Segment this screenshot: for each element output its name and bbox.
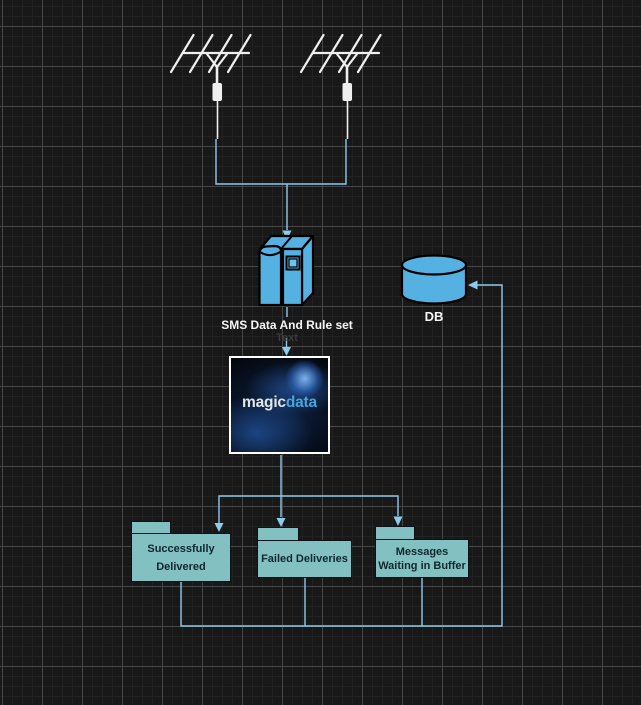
- folder-body: Successfully Delivered: [131, 533, 231, 582]
- arrowhead-icon: [214, 523, 224, 532]
- arrowhead-icon: [393, 516, 403, 526]
- magicdata-node[interactable]: magicdata: [229, 356, 330, 454]
- server-placeholder-text: Text: [276, 332, 298, 344]
- folder-body: Messages Waiting in Buffer: [375, 539, 469, 578]
- antenna-balun: [342, 83, 352, 101]
- folders-to-db-connector[interactable]: [180, 284, 503, 627]
- magicdata-word-data: data: [285, 394, 317, 411]
- database-cylinder-icon[interactable]: [400, 254, 468, 305]
- server-window-pane: [288, 258, 298, 268]
- branch-connector[interactable]: [218, 495, 399, 523]
- folder-label-line: Delivered: [156, 560, 206, 573]
- arrowhead-icon: [276, 518, 286, 527]
- magicdata-word-magic: magic: [242, 394, 286, 411]
- folder-tab: [257, 527, 299, 541]
- arrowhead-icon: [468, 280, 478, 290]
- antenna-join-connector[interactable]: [215, 139, 347, 185]
- server-label[interactable]: SMS Data And Rule set: [221, 318, 353, 332]
- connector-lines[interactable]: [180, 139, 503, 627]
- folder-label-line: Successfully: [147, 542, 215, 555]
- antenna-balun: [212, 83, 222, 101]
- folder-label-line: Messages: [395, 545, 449, 558]
- folder-body: Failed Deliveries: [257, 540, 352, 578]
- magicdata-logo: magicdata: [242, 394, 317, 412]
- folder-label-line: Waiting in Buffer: [378, 559, 466, 572]
- db-label[interactable]: DB: [424, 309, 444, 324]
- antenna-right-icon[interactable]: [299, 33, 382, 139]
- antenna-left-icon[interactable]: [169, 33, 252, 139]
- server-window: [285, 255, 301, 271]
- arrowhead-icon: [282, 347, 291, 356]
- folder-label-line: Failed Deliveries: [261, 553, 348, 565]
- server-icon[interactable]: [258, 234, 315, 307]
- folder-tab: [375, 526, 415, 540]
